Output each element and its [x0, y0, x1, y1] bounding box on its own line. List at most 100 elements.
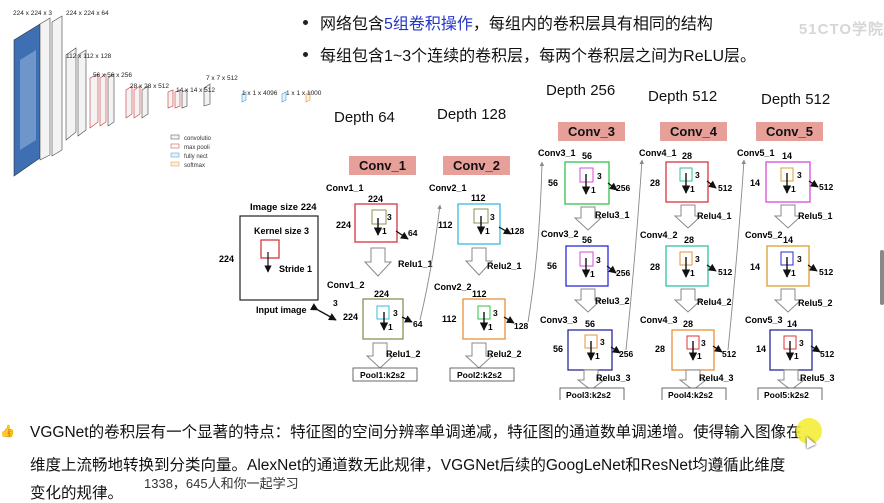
svg-text:3: 3 — [493, 308, 498, 318]
svg-text:14: 14 — [787, 319, 797, 329]
layer-label: Relu1_2 — [386, 349, 421, 359]
depth-label-1: Depth 64 — [334, 109, 395, 126]
scrollbar-thumb[interactable] — [880, 250, 884, 305]
svg-text:512: 512 — [718, 183, 732, 193]
layer-label: Conv5_1 — [737, 148, 775, 158]
svg-text:224: 224 — [374, 289, 389, 299]
svg-text:56: 56 — [582, 235, 592, 245]
svg-text:3: 3 — [490, 212, 495, 222]
legend-swatch — [170, 134, 180, 140]
pool5-block — [203, 83, 211, 107]
svg-text:56: 56 — [585, 319, 595, 329]
svg-text:3: 3 — [799, 338, 804, 348]
svg-text:14: 14 — [750, 262, 760, 272]
highlight-text: 5组卷积操作 — [384, 16, 473, 33]
layer-label: Conv4_2 — [640, 230, 678, 240]
svg-text:14: 14 — [750, 178, 760, 188]
svg-text:56: 56 — [582, 151, 592, 161]
kernel-size-label: Kernel size 3 — [254, 226, 309, 236]
legend-label: convolutio — [184, 136, 212, 142]
relu-arrow — [678, 369, 708, 391]
svg-text:112: 112 — [442, 314, 457, 324]
svg-text:3: 3 — [333, 298, 338, 308]
vgg-layer-diagram: Image size 224 Kernel size 3 Stride 1 22… — [219, 148, 835, 400]
relu-arrow — [576, 369, 606, 391]
image-size-label: Image size 224 — [250, 202, 317, 213]
relu-arrow — [464, 247, 494, 276]
paragraph-line-1: VGGNet的卷积层有一个显著的特点：特征图的空间分辨率单调递减，特征图的通道数… — [30, 424, 802, 441]
cursor-highlight — [796, 418, 822, 444]
layer-label: Conv2_2 — [434, 282, 472, 292]
pool-label: Pool2:k2s2 — [457, 370, 502, 380]
svg-text:224: 224 — [343, 312, 358, 322]
conv2-1-box — [457, 203, 501, 245]
svg-text:28: 28 — [650, 178, 660, 188]
softmax-block — [305, 91, 311, 103]
conv5b-block — [174, 89, 181, 109]
conv1b-block — [51, 15, 63, 157]
layer-label: Conv4_3 — [640, 315, 678, 325]
svg-text:1: 1 — [595, 351, 600, 361]
pool-box — [661, 387, 727, 400]
layer-label: Relu4_2 — [697, 297, 732, 307]
pool-label: Pool3:k2s2 — [566, 390, 611, 400]
conv-group-tag: Conv_3 — [558, 122, 625, 141]
depth-label-2: Depth 128 — [437, 106, 507, 123]
conv3-3-box — [567, 329, 613, 371]
conv5-1-box — [765, 161, 811, 203]
pool-box — [559, 387, 625, 400]
legend-swatch — [170, 152, 180, 158]
layer-label: Relu3_3 — [596, 373, 631, 383]
layer-label: Relu5_3 — [800, 373, 835, 383]
layer-label: Relu5_1 — [798, 211, 833, 221]
conv1-block — [39, 17, 51, 161]
relu-arrow — [773, 288, 803, 313]
svg-text:3: 3 — [695, 254, 700, 264]
conv-group-tag: Conv_4 — [660, 122, 727, 141]
svg-text:1: 1 — [382, 226, 387, 236]
layer-label: Relu4_3 — [699, 373, 734, 383]
layer-label: Conv3_3 — [540, 315, 578, 325]
paragraph-line-3: 变化的规律。 — [30, 485, 124, 502]
svg-text:56: 56 — [553, 344, 563, 354]
fc1-block — [241, 91, 247, 103]
pool-label: Pool5:k2s2 — [764, 390, 809, 400]
svg-text:112: 112 — [438, 220, 453, 230]
svg-text:1: 1 — [791, 268, 796, 278]
conv4c-block — [141, 85, 149, 119]
conv3c-block — [107, 73, 115, 127]
svg-text:28: 28 — [655, 344, 665, 354]
relu-arrow — [365, 342, 395, 369]
layer-label: Relu3_1 — [595, 210, 630, 220]
svg-text:14: 14 — [756, 344, 766, 354]
relu-arrow — [773, 204, 803, 229]
thumb-bullet-icon: 👍 — [0, 424, 15, 438]
layer-label: Relu3_2 — [595, 296, 630, 306]
svg-text:1: 1 — [690, 184, 695, 194]
depth-label-5: Depth 512 — [761, 91, 831, 108]
svg-text:28: 28 — [684, 235, 694, 245]
pool-box — [352, 367, 418, 382]
pool-box — [449, 367, 515, 382]
svg-text:3: 3 — [695, 170, 700, 180]
legend-label: max pooli — [184, 145, 210, 151]
thumb-label: 224 x 224 x 64 — [66, 10, 109, 17]
svg-text:1: 1 — [590, 269, 595, 279]
layer-label: Relu1_1 — [398, 259, 433, 269]
svg-text:3: 3 — [701, 338, 706, 348]
layer-label: Conv5_2 — [745, 230, 783, 240]
legend-label: fully nect — [184, 154, 208, 160]
relu-arrow — [776, 369, 806, 391]
svg-text:28: 28 — [683, 319, 693, 329]
svg-text:1: 1 — [488, 322, 493, 332]
conv3-block — [89, 73, 99, 129]
layer-label: Relu2_1 — [487, 261, 522, 271]
input-image-detail — [20, 50, 36, 150]
thumb-label: 1 x 1 x 4096 — [242, 90, 278, 97]
svg-text:224: 224 — [368, 194, 383, 204]
thumb-label: 1 x 1 x 1000 — [286, 90, 322, 97]
conv-group-tag: Conv_2 — [443, 156, 510, 175]
svg-text:512: 512 — [819, 267, 833, 277]
layer-label: Conv2_1 — [429, 183, 467, 193]
pool-box — [757, 387, 823, 400]
